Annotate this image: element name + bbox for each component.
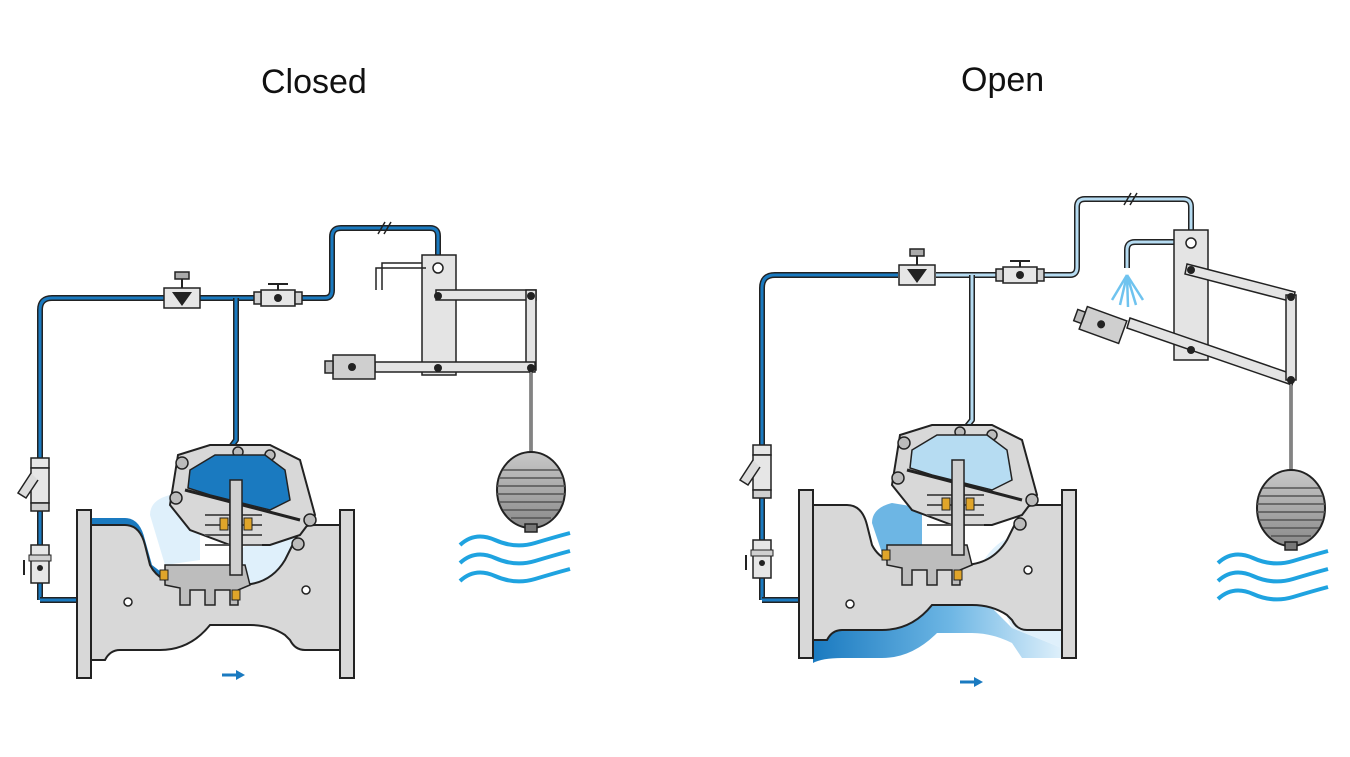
strainer-icon <box>17 457 50 512</box>
closed-panel <box>17 221 572 682</box>
ball-valve-icon <box>995 260 1045 284</box>
flow-arrow-icon <box>958 675 985 689</box>
isolation-valve-icon <box>23 544 52 584</box>
needle-valve-icon <box>163 271 201 309</box>
strainer-icon <box>739 444 772 499</box>
ball-valve-icon <box>253 283 303 307</box>
float-ball-icon <box>496 451 566 533</box>
needle-valve-icon <box>898 248 936 286</box>
discharge-spray-icon <box>1110 274 1145 308</box>
control-tubing-closed <box>37 221 441 603</box>
panel-title-closed: Closed <box>261 63 367 101</box>
isolation-valve-icon <box>745 539 774 579</box>
float-pilot-closed <box>324 254 537 452</box>
flow-arrow-icon <box>220 668 247 682</box>
main-valve-open <box>798 424 1077 663</box>
float-ball-icon <box>1256 469 1326 551</box>
float-pilot-open <box>1072 229 1297 470</box>
panel-title-open: Open <box>961 61 1045 99</box>
water-waves-icon <box>1216 549 1330 602</box>
open-panel <box>739 192 1330 689</box>
water-waves-icon <box>458 531 572 584</box>
control-tubing-open <box>759 192 1194 603</box>
main-valve-closed <box>76 444 355 679</box>
